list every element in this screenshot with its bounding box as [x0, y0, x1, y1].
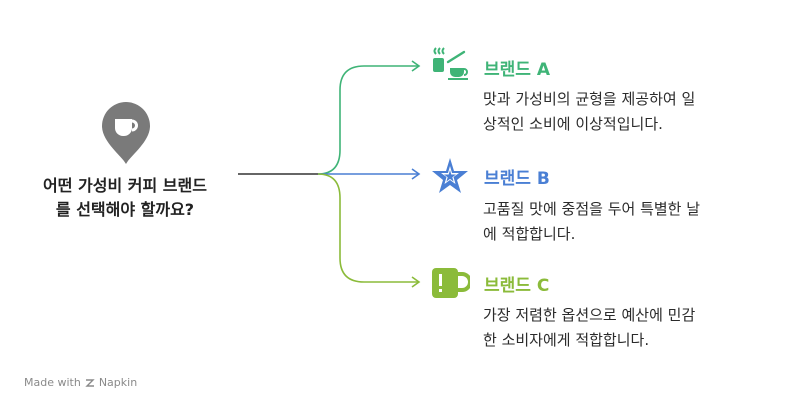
- brand-a-title: 브랜드 A: [484, 60, 550, 80]
- mug-icon: [432, 268, 470, 298]
- brand-a-desc-line-2: 상적인 소비에 이상적입니다.: [483, 115, 663, 133]
- brand-b-title: 브랜드 B: [484, 169, 550, 189]
- made-with-label: Made with: [24, 376, 81, 389]
- brand-b-description: 고품질 맛에 중점을 두어 특별한 날 에 적합합니다.: [483, 197, 775, 247]
- branch-c-line: [317, 173, 418, 283]
- brand-c-desc-line-1: 가장 저렴한 옵션으로 예산에 민감: [483, 306, 696, 324]
- branch-a-line: [317, 65, 418, 175]
- central-question: 어떤 가성비 커피 브랜드 를 선택해야 할까요?: [14, 174, 236, 222]
- steaming-cup-icon: [433, 47, 468, 80]
- napkin-logo-icon: [85, 378, 95, 387]
- brand-c-description: 가장 저렴한 옵션으로 예산에 민감 한 소비자에게 적합합니다.: [483, 303, 775, 353]
- arrow-b-icon: [411, 168, 421, 180]
- brand-a-description: 맛과 가성비의 균형을 제공하여 일 상적인 소비에 이상적입니다.: [483, 87, 775, 137]
- brand-b-desc-line-1: 고품질 맛에 중점을 두어 특별한 날: [483, 200, 701, 218]
- made-with-napkin: Made with Napkin: [24, 376, 137, 389]
- question-line-2: 를 선택해야 할까요?: [55, 200, 195, 219]
- brand-c-desc-line-2: 한 소비자에게 적합합니다.: [483, 331, 650, 349]
- brand-c-title: 브랜드 C: [484, 276, 550, 296]
- brand-a-desc-line-1: 맛과 가성비의 균형을 제공하여 일: [483, 90, 696, 108]
- coffee-pin-icon: [102, 102, 150, 164]
- napkin-label: Napkin: [98, 376, 138, 389]
- brand-b-desc-line-2: 에 적합합니다.: [483, 225, 576, 243]
- question-line-1: 어떤 가성비 커피 브랜드: [43, 176, 207, 195]
- star-icon: [432, 158, 468, 193]
- arrow-c-icon: [411, 276, 421, 288]
- arrow-a-icon: [411, 60, 421, 72]
